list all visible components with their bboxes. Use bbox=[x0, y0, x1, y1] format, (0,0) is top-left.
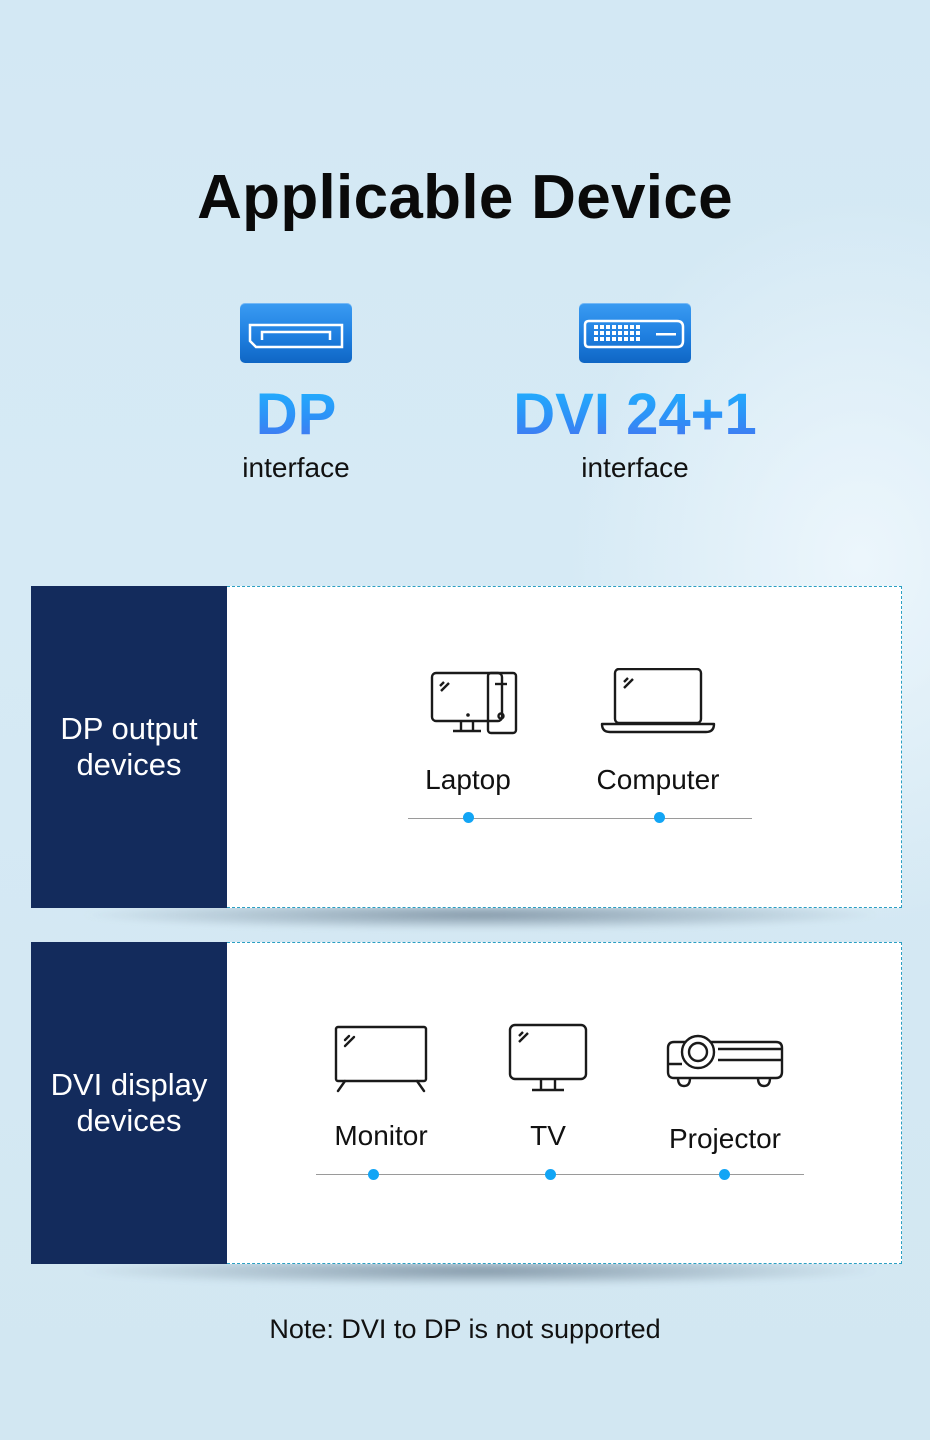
desktop-computer-icon bbox=[430, 671, 518, 735]
panel-shadow bbox=[80, 1262, 880, 1292]
monitor-icon bbox=[334, 1025, 428, 1093]
displayport-icon bbox=[248, 323, 344, 349]
projector-icon bbox=[666, 1034, 784, 1088]
device-projector: Projector bbox=[650, 1030, 800, 1155]
displayport-badge bbox=[240, 303, 352, 363]
dp-output-panel: DP output devices bbox=[31, 586, 902, 908]
interface-dvi: DVI 24+1 interface bbox=[485, 303, 785, 485]
device-timeline bbox=[316, 1174, 804, 1175]
device-laptop: Laptop bbox=[398, 668, 538, 796]
timeline-dot bbox=[545, 1169, 556, 1180]
interface-name: DP bbox=[146, 385, 446, 445]
page-title: Applicable Device bbox=[197, 163, 733, 232]
interface-subtitle: interface bbox=[242, 452, 350, 483]
dvi-badge bbox=[579, 303, 691, 363]
panel-heading: DP output devices bbox=[31, 586, 227, 908]
panel-shadow bbox=[80, 906, 880, 936]
timeline-dot bbox=[368, 1169, 379, 1180]
interface-dp: DP interface bbox=[146, 303, 446, 485]
panel-heading: DVI display devices bbox=[31, 942, 227, 1264]
dashed-border bbox=[227, 942, 902, 1264]
device-tv: TV bbox=[478, 1022, 618, 1152]
tv-icon bbox=[508, 1023, 588, 1092]
timeline-dot bbox=[654, 812, 665, 823]
timeline-dot bbox=[719, 1169, 730, 1180]
device-monitor: Monitor bbox=[311, 1024, 451, 1152]
device-label: Laptop bbox=[425, 764, 511, 795]
device-computer: Computer bbox=[588, 668, 728, 796]
dashed-border bbox=[227, 586, 902, 908]
timeline-dot bbox=[463, 812, 474, 823]
compatibility-note: Note: DVI to DP is not supported bbox=[269, 1314, 661, 1344]
device-label: Projector bbox=[668, 1123, 782, 1154]
laptop-icon bbox=[600, 668, 716, 734]
interface-subtitle: interface bbox=[581, 452, 689, 483]
device-label: Monitor bbox=[334, 1120, 428, 1151]
dvi-port-icon bbox=[583, 319, 685, 349]
device-label: Computer bbox=[596, 764, 720, 795]
dvi-display-panel: DVI display devices bbox=[31, 942, 902, 1264]
device-label: TV bbox=[530, 1120, 566, 1151]
device-timeline bbox=[408, 818, 752, 819]
interface-name: DVI 24+1 bbox=[485, 385, 785, 445]
